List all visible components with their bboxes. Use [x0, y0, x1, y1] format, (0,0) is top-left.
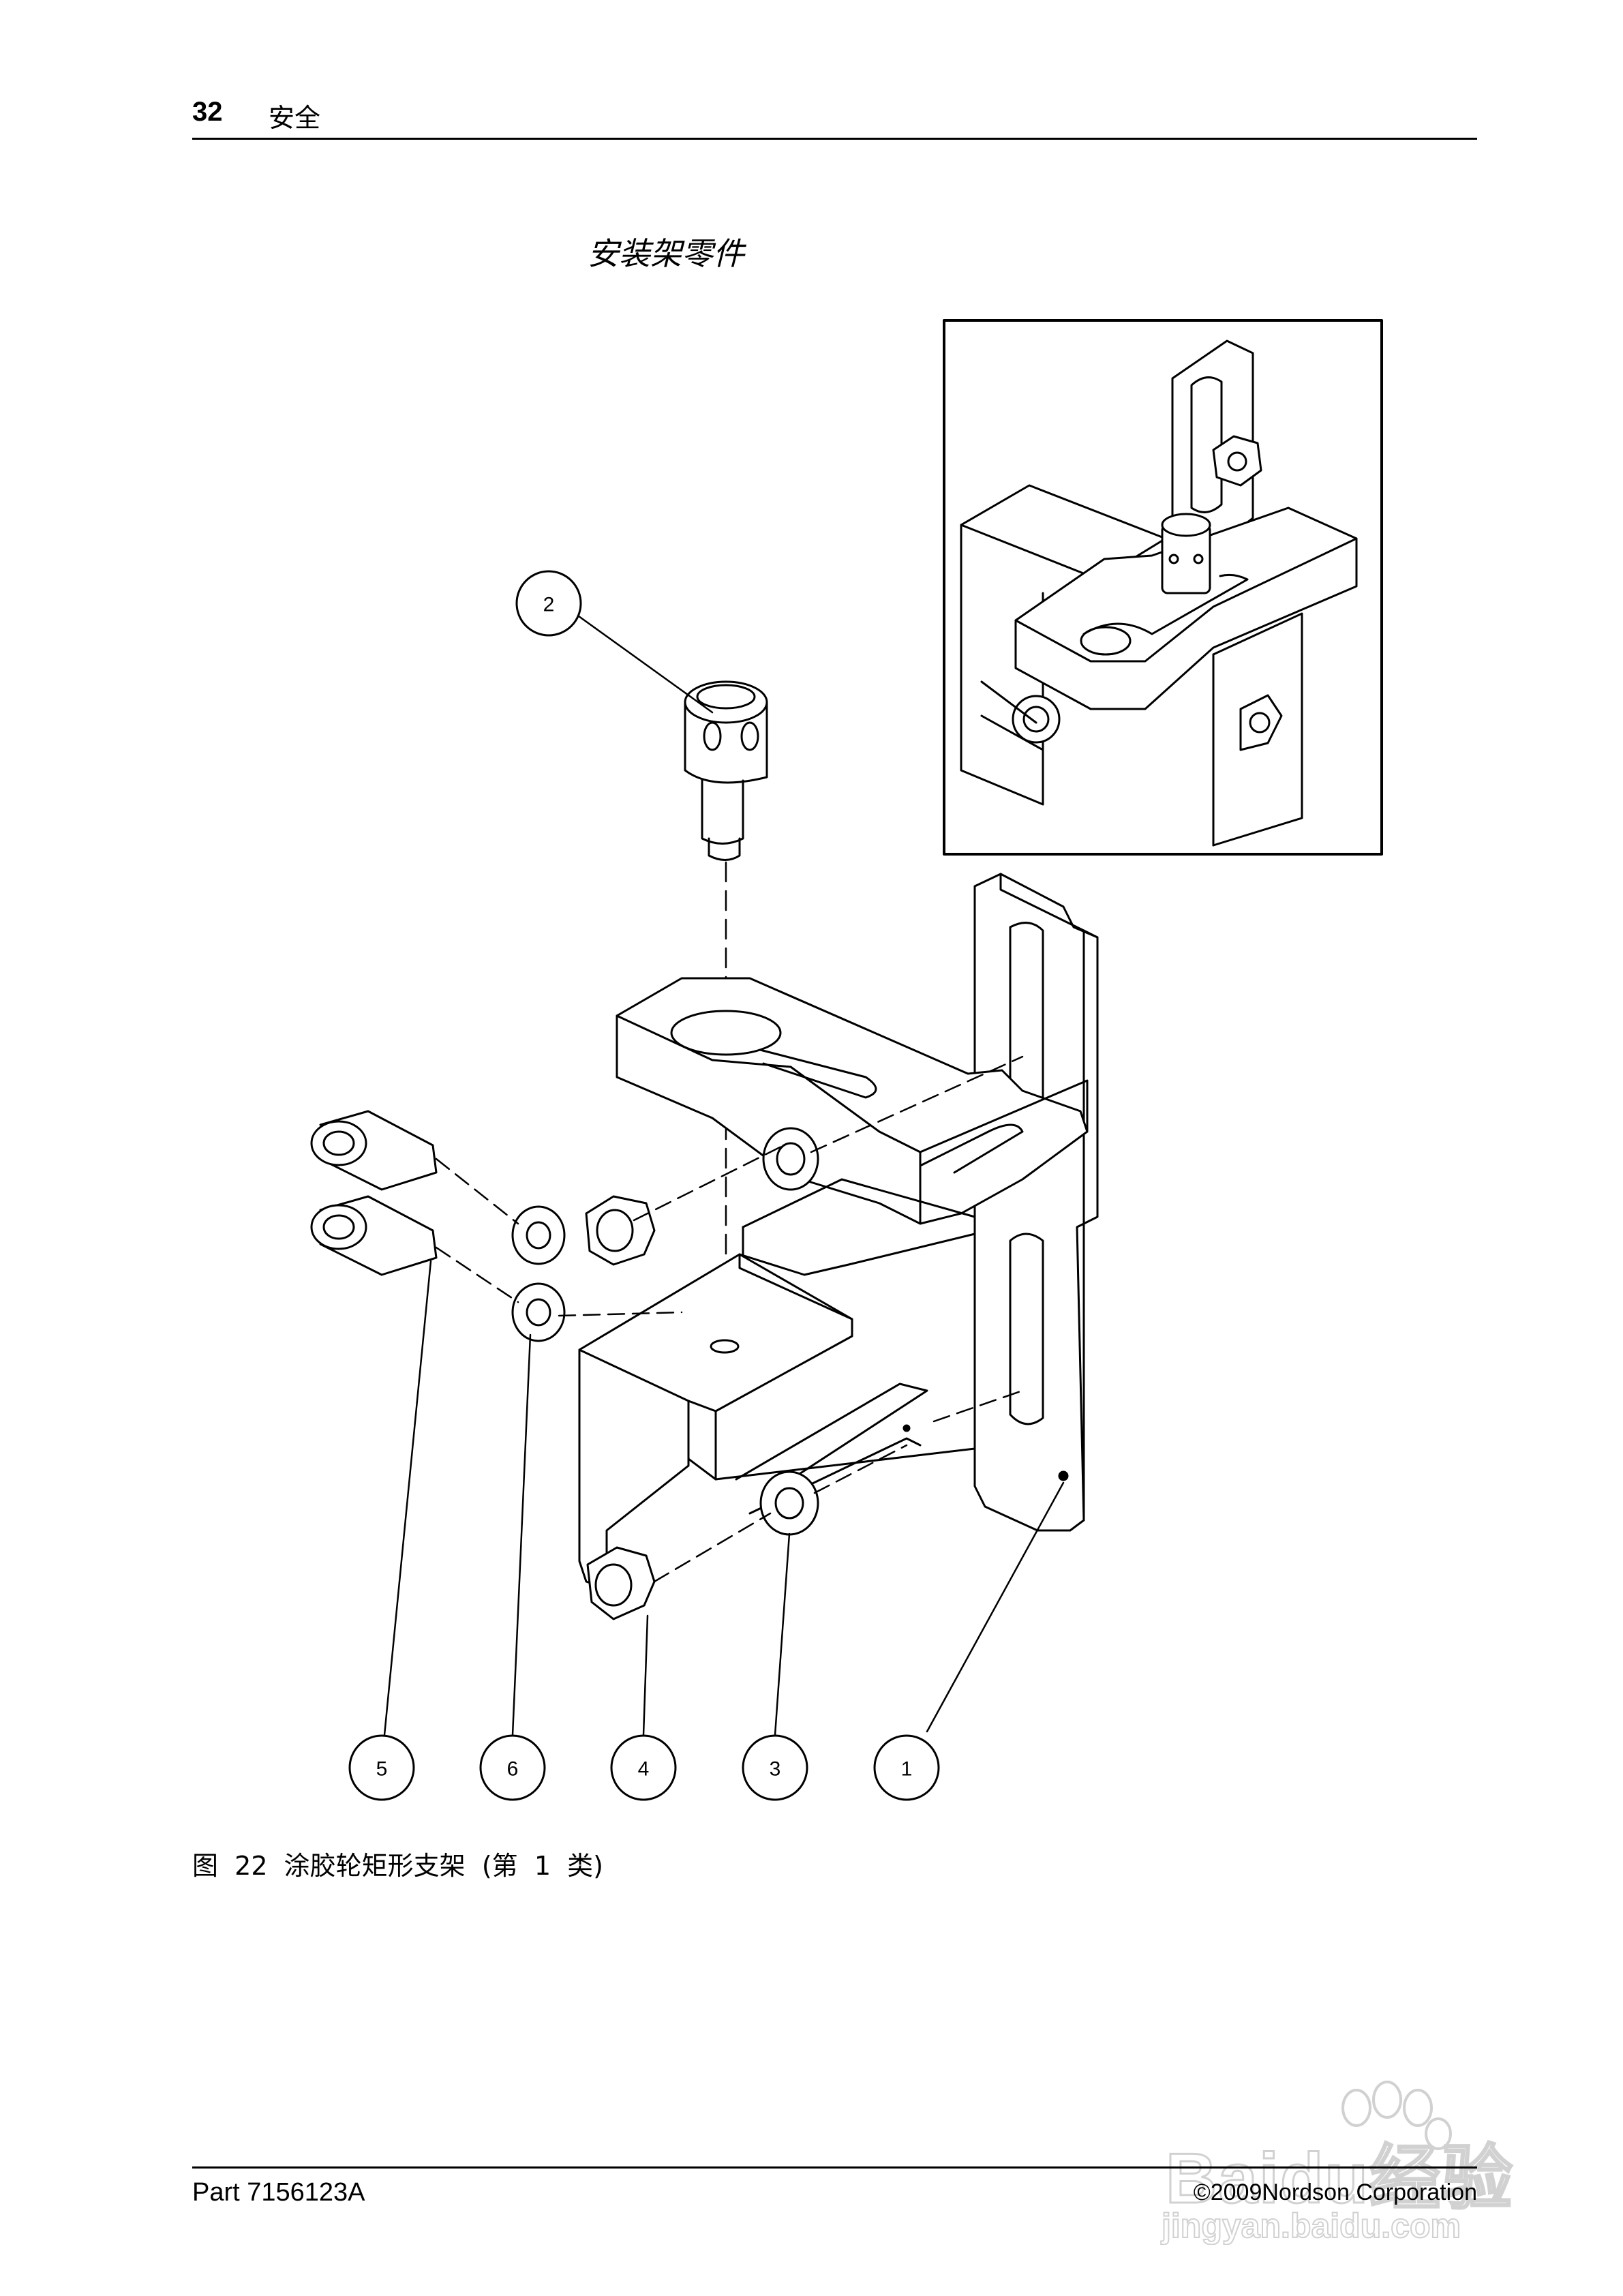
page-number: 32: [192, 97, 223, 127]
part-6-washers: [511, 1205, 566, 1342]
footer-copyright: ©2009Nordson Corporation: [1193, 2179, 1477, 2205]
part-2-pin: [684, 680, 768, 861]
horizontal-arm: [616, 977, 1089, 1225]
baidu-watermark: Baidu经验 jingyan.baidu.com: [1152, 2072, 1534, 2277]
figure-caption: 图 22 涂胶轮矩形支架 (第 1 类): [192, 1851, 603, 1881]
callout-number: 1: [901, 1758, 913, 1781]
callout-number: 2: [543, 594, 555, 616]
assembly-lines: [435, 1055, 1024, 1583]
section-title: 安装架零件: [588, 235, 744, 272]
callout-number: 3: [770, 1758, 781, 1781]
arm-washer: [762, 1127, 819, 1191]
header-section-title: 安全: [269, 103, 321, 133]
footer-part-number: Part 7156123A: [192, 2178, 365, 2207]
callout-number: 6: [507, 1758, 519, 1781]
callout-number: 4: [638, 1758, 650, 1781]
callout-number: 5: [376, 1758, 388, 1781]
part-4-hex-nut: [586, 1546, 656, 1620]
paw-logo-icon: [1341, 2081, 1452, 2150]
part-5-cap-screws: [310, 1110, 438, 1276]
upper-hex-nut: [585, 1195, 656, 1266]
watermark-url: jingyan.baidu.com: [1161, 2206, 1461, 2246]
watermark-brand: Baidu经验: [1165, 2139, 1514, 2220]
leader-lines: [383, 609, 1065, 1736]
part-3-washer: [759, 1470, 819, 1536]
part-1-bracket-plate: [973, 873, 1099, 1532]
inset-assembled-view: [943, 319, 1383, 856]
page-footer: Part 7156123A ©2009Nordson Corporation: [192, 2166, 1477, 2207]
callout-circles: [348, 570, 940, 1801]
page-header: 32 安全: [192, 95, 1477, 140]
